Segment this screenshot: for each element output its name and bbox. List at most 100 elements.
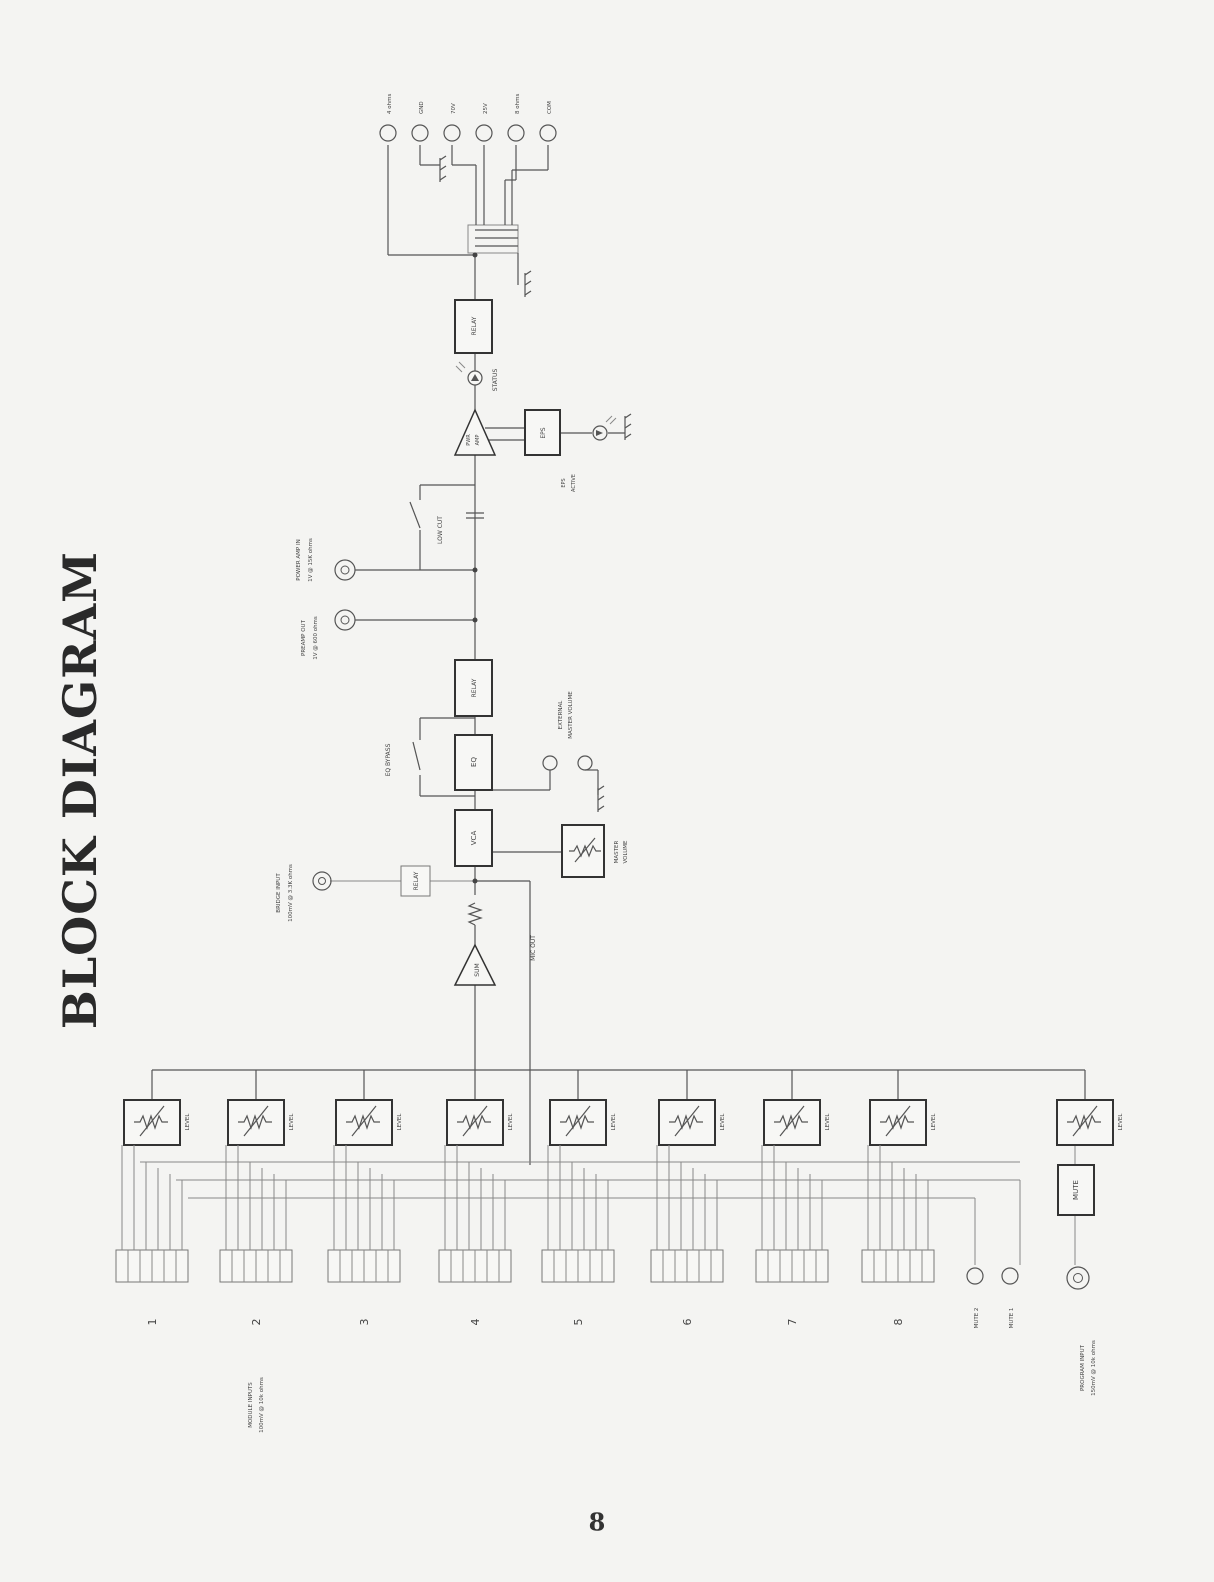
external-volume-label-1: EXTERNAL: [558, 700, 564, 730]
program-input-spec: 150mV @ 10k ohms: [1091, 1340, 1097, 1396]
program-input-jack: [1066, 1266, 1090, 1290]
module-connector-3: 3: [327, 1145, 401, 1326]
level-box-3: LEVEL: [335, 1099, 403, 1146]
wiring: [140, 145, 1086, 1265]
channel-number: 5: [572, 1319, 585, 1326]
mic-out-label: MIC OUT: [530, 935, 537, 961]
level-label: LEVEL: [185, 1113, 191, 1131]
level-box-1: LEVEL: [123, 1099, 191, 1146]
channel-number: 6: [681, 1319, 694, 1326]
module-connector-7: 7: [755, 1145, 829, 1326]
mute-block: MUTE: [1057, 1164, 1095, 1216]
output-terminal: [411, 124, 429, 142]
output-terminal: [443, 124, 461, 142]
level-label: LEVEL: [931, 1113, 937, 1131]
output-terminal: [539, 124, 557, 142]
level-label: LEVEL: [289, 1113, 295, 1131]
eq-bypass-label: EQ BYPASS: [385, 743, 392, 776]
sum-amplifier: SUM: [453, 943, 497, 986]
channel-number: 3: [358, 1319, 371, 1326]
svg-text:RELAY: RELAY: [413, 871, 420, 890]
channel-number: 4: [469, 1319, 482, 1326]
channel-number: 2: [250, 1319, 263, 1326]
level-box-2: LEVEL: [227, 1099, 295, 1146]
channel-number: 7: [786, 1319, 799, 1326]
output-label: 70V: [451, 103, 457, 114]
level-box-program: LEVEL: [1056, 1099, 1124, 1146]
output-relay-block: RELAY: [454, 299, 493, 354]
svg-text:EPS: EPS: [540, 427, 547, 438]
vca-block: VCA: [454, 809, 493, 867]
eq-block: EQ: [454, 734, 493, 791]
output-label: 25V: [483, 103, 489, 114]
output-terminal: [507, 124, 525, 142]
svg-text:EQ: EQ: [470, 757, 478, 767]
master-volume-label-2: VOLUME: [623, 840, 629, 864]
ground-icon: [439, 155, 447, 182]
program-input-label: PROGRAM INPUT: [1080, 1344, 1086, 1391]
channel-number: 8: [892, 1319, 905, 1326]
external-volume-label-2: MASTER VOLUME: [568, 691, 574, 739]
power-amplifier: [453, 408, 497, 456]
resistor-icon: [467, 902, 483, 926]
master-volume-box: [561, 824, 605, 878]
level-box-8: LEVEL: [869, 1099, 937, 1146]
svg-text:RELAY: RELAY: [471, 316, 478, 335]
svg-text:MUTE: MUTE: [1072, 1180, 1080, 1200]
external-volume-jack: [542, 755, 558, 771]
low-cut-label: LOW CUT: [437, 516, 444, 544]
eps-active-label-2: ACTIVE: [571, 474, 577, 492]
output-terminal: [379, 124, 397, 142]
level-label: LEVEL: [508, 1113, 514, 1131]
pwr-amp-label-2: AMP: [475, 435, 481, 446]
output-terminal: [475, 124, 493, 142]
level-label: LEVEL: [611, 1113, 617, 1131]
relay-block: RELAY: [454, 659, 493, 717]
preamp-out-label: PREAMP OUT: [301, 619, 307, 656]
preamp-out-spec: 1V @ 600 ohms: [313, 616, 319, 660]
module-connector-6: 6: [650, 1145, 724, 1326]
level-label: LEVEL: [825, 1113, 831, 1131]
module-connector-4: 4: [438, 1145, 512, 1326]
svg-text:SUM: SUM: [474, 963, 481, 976]
output-label: COM: [547, 101, 553, 114]
output-label: GND: [419, 101, 425, 114]
output-label: 4 ohms: [387, 94, 393, 114]
module-inputs-spec: 100mV @ 10k ohms: [259, 1377, 265, 1433]
page-number: 8: [588, 1507, 606, 1537]
module-connector-1: 1: [115, 1145, 189, 1326]
bridge-input-jack: [312, 871, 332, 891]
mute-1-jack: [1001, 1267, 1019, 1285]
module-connector-8: 8: [861, 1145, 935, 1326]
power-amp-in-label: POWER AMP IN: [296, 539, 302, 580]
status-led-icon: [455, 361, 483, 386]
power-amp-in-spec: 1V @ 15K ohms: [308, 538, 314, 582]
bridge-input-spec: 100mV @ 3.3K ohms: [288, 864, 294, 922]
master-volume-label-1: MASTER: [614, 840, 620, 863]
level-box-7: LEVEL: [763, 1099, 831, 1146]
ground-icon: [597, 785, 605, 812]
ground-icon: [624, 413, 632, 440]
level-label: LEVEL: [720, 1113, 726, 1131]
mute-label: MUTE 2: [974, 1308, 980, 1329]
level-label: LEVEL: [397, 1113, 403, 1131]
bridge-input-label: BRIDGE INPUT: [276, 873, 282, 913]
mute-2-jack: [966, 1267, 984, 1285]
level-label: LEVEL: [1118, 1113, 1124, 1131]
relay-bridge: RELAY: [400, 865, 431, 897]
level-box-5: LEVEL: [549, 1099, 617, 1146]
level-box-4: LEVEL: [446, 1099, 514, 1146]
module-connector-2: 2: [219, 1145, 293, 1326]
module-inputs-label: MODULE INPUTS: [248, 1382, 254, 1428]
ground-icon: [524, 270, 532, 297]
external-volume-pot-jack: [577, 755, 593, 771]
eps-active-label-1: EPS: [561, 478, 567, 487]
mute-label: MUTE 1: [1009, 1308, 1015, 1329]
svg-text:VCA: VCA: [470, 831, 478, 846]
channel-number: 1: [146, 1319, 159, 1326]
pwr-amp-label-1: PWR: [466, 434, 472, 446]
svg-text:RELAY: RELAY: [471, 678, 478, 697]
eps-block: EPS: [524, 409, 561, 456]
